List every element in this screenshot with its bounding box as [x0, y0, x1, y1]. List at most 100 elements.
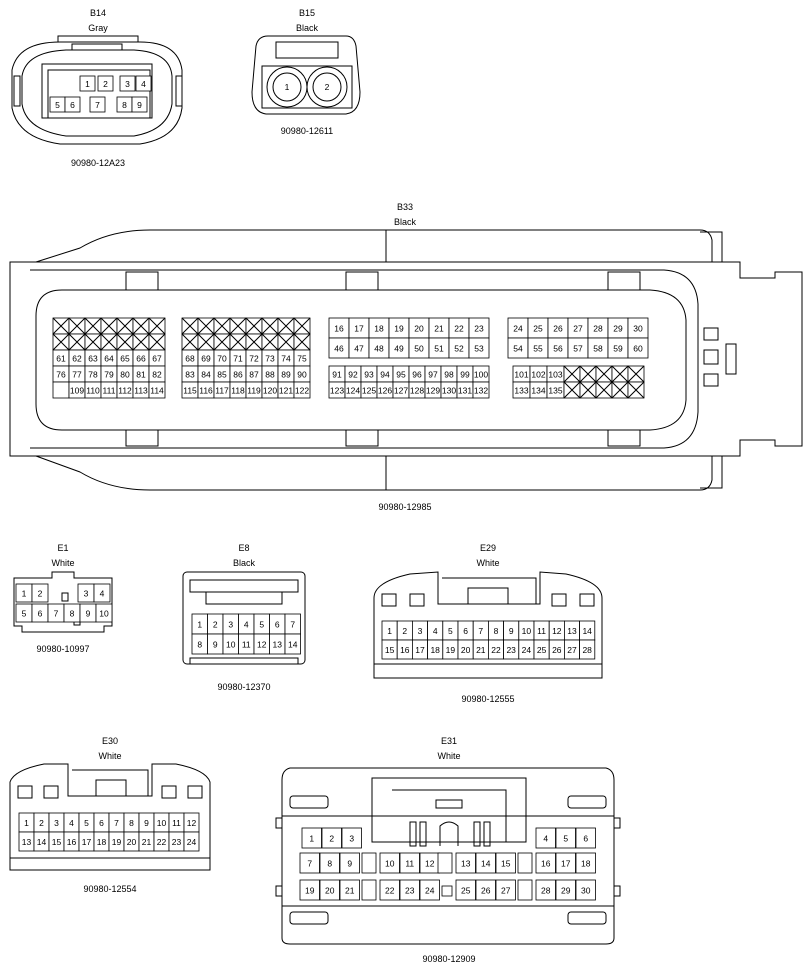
- b33-pin-68: 68: [185, 354, 195, 364]
- e29-pin-8: 8: [494, 626, 499, 636]
- e29-pin-1: 1: [387, 626, 392, 636]
- b33-pin-113: 113: [134, 386, 148, 396]
- e31-pin-15-cell: [495, 852, 516, 874]
- e31-pin-14: 14: [481, 859, 491, 869]
- blank-cavity-cross: [595, 365, 613, 383]
- blank-cavity-cross: [68, 333, 86, 351]
- blank-cavity-cross: [132, 333, 150, 351]
- e31-pin-11-cell: [399, 852, 420, 874]
- e30-pin-4: 4: [69, 818, 74, 828]
- b33-pin-53-cell: [468, 337, 490, 359]
- e30-pin-24: 24: [187, 837, 197, 847]
- blank-cavity-cross: [197, 317, 215, 335]
- b33-pin-97: 97: [428, 370, 438, 380]
- b33-pin-96: 96: [412, 370, 422, 380]
- e31-pin-7: 7: [307, 859, 312, 869]
- e29-pin-2: 2: [402, 626, 407, 636]
- blank-cavity-cross: [277, 317, 295, 335]
- e31-pin-30-cell: [575, 879, 596, 901]
- blank-cavity-cross: [611, 365, 629, 383]
- b33-pin-50: 50: [414, 344, 424, 354]
- e31-pin-6-cell: [575, 827, 596, 849]
- b33-pin-48: 48: [374, 344, 384, 354]
- b14-pin-6: 6: [70, 100, 75, 110]
- e1-pin-9: 9: [86, 609, 91, 619]
- e29-pin-9: 9: [509, 626, 514, 636]
- b33-pin-134: 134: [531, 386, 545, 396]
- b33-pin-119: 119: [247, 386, 261, 396]
- b33-pin-67: 67: [152, 354, 162, 364]
- blank-cavity-cross: [245, 317, 263, 335]
- b33-pin-121: 121: [279, 386, 293, 396]
- b15-color: Black: [296, 23, 319, 33]
- e29-pin-10: 10: [522, 626, 532, 636]
- b33-pin-79: 79: [104, 370, 114, 380]
- e30-pin-20: 20: [127, 837, 137, 847]
- e31-pin-24-cell: [419, 879, 440, 901]
- e31-pin-8: 8: [327, 859, 332, 869]
- e8-pin-11: 11: [242, 640, 251, 650]
- b33-pin-76: 76: [56, 370, 66, 380]
- e31-pin-1: 1: [309, 834, 314, 844]
- e1-pin-5: 5: [22, 609, 27, 619]
- e31-pin-26-cell: [475, 879, 496, 901]
- b15-code: B15: [299, 8, 315, 18]
- b33-pin-73: 73: [265, 354, 275, 364]
- b33-pin-112: 112: [118, 386, 132, 396]
- e30-pin-11: 11: [172, 818, 181, 828]
- blank-cavity-cross: [84, 317, 102, 335]
- b33-pin-83: 83: [185, 370, 195, 380]
- e1-pin-2: 2: [38, 589, 43, 599]
- e31-blank-cell: [517, 879, 533, 901]
- b33-pin-19: 19: [394, 324, 404, 334]
- b33-pin-23: 23: [474, 324, 484, 334]
- b33-pin-69: 69: [201, 354, 211, 364]
- b14-part: 90980-12A23: [71, 158, 125, 168]
- blank-cavity-cross: [595, 381, 613, 399]
- e31-blank-cell: [517, 852, 533, 874]
- e29-pin-28: 28: [582, 645, 592, 655]
- e8-color: Black: [233, 558, 256, 568]
- e31-pin-20: 20: [325, 886, 335, 896]
- blank-cavity-cross: [181, 317, 199, 335]
- e29-pin-27: 27: [567, 645, 577, 655]
- b33-pin-52: 52: [454, 344, 464, 354]
- b14-pin-7: 7: [95, 100, 100, 110]
- b33-pin-65: 65: [120, 354, 130, 364]
- b33-pin-125: 125: [362, 386, 376, 396]
- b14-pin-5: 5: [55, 100, 60, 110]
- e8-part: 90980-12370: [217, 682, 270, 692]
- e30-pin-13: 13: [22, 837, 32, 847]
- e30-pin-21: 21: [142, 837, 152, 847]
- e31-pin-14-cell: [475, 852, 496, 874]
- e1-pin-4-cell: [93, 583, 111, 603]
- b33-code: B33: [397, 202, 413, 212]
- blank-cavity-cross: [148, 317, 166, 335]
- e1-part: 90980-10997: [36, 644, 89, 654]
- e31-pin-4-cell: [535, 827, 556, 849]
- e30-code: E30: [102, 736, 118, 746]
- b33-pin-80: 80: [120, 370, 130, 380]
- e31-blank-cell: [361, 852, 377, 874]
- b33-pin-92: 92: [348, 370, 358, 380]
- e30-pin-15: 15: [52, 837, 62, 847]
- b33-pin-135: 135: [548, 386, 562, 396]
- b33-color: Black: [394, 217, 417, 227]
- b33-pin-77: 77: [72, 370, 82, 380]
- e8-pin-5: 5: [259, 620, 264, 630]
- blank-cavity-cross: [261, 333, 279, 351]
- b33-pin-54: 54: [513, 344, 523, 354]
- blank-cavity-cross: [245, 333, 263, 351]
- b33-pin-118: 118: [231, 386, 245, 396]
- e31-pin-8-cell: [319, 852, 340, 874]
- b33-pin-47: 47: [354, 344, 364, 354]
- e30-pin-17: 17: [82, 837, 92, 847]
- e30-pin-12: 12: [187, 818, 197, 828]
- e1-pin-10: 10: [99, 609, 109, 619]
- e31-pin-27-cell: [495, 879, 516, 901]
- e31-blank-cell: [437, 852, 453, 874]
- b33-pin-58: 58: [593, 344, 603, 354]
- b14-code: B14: [90, 8, 106, 18]
- b33-pin-88: 88: [265, 370, 275, 380]
